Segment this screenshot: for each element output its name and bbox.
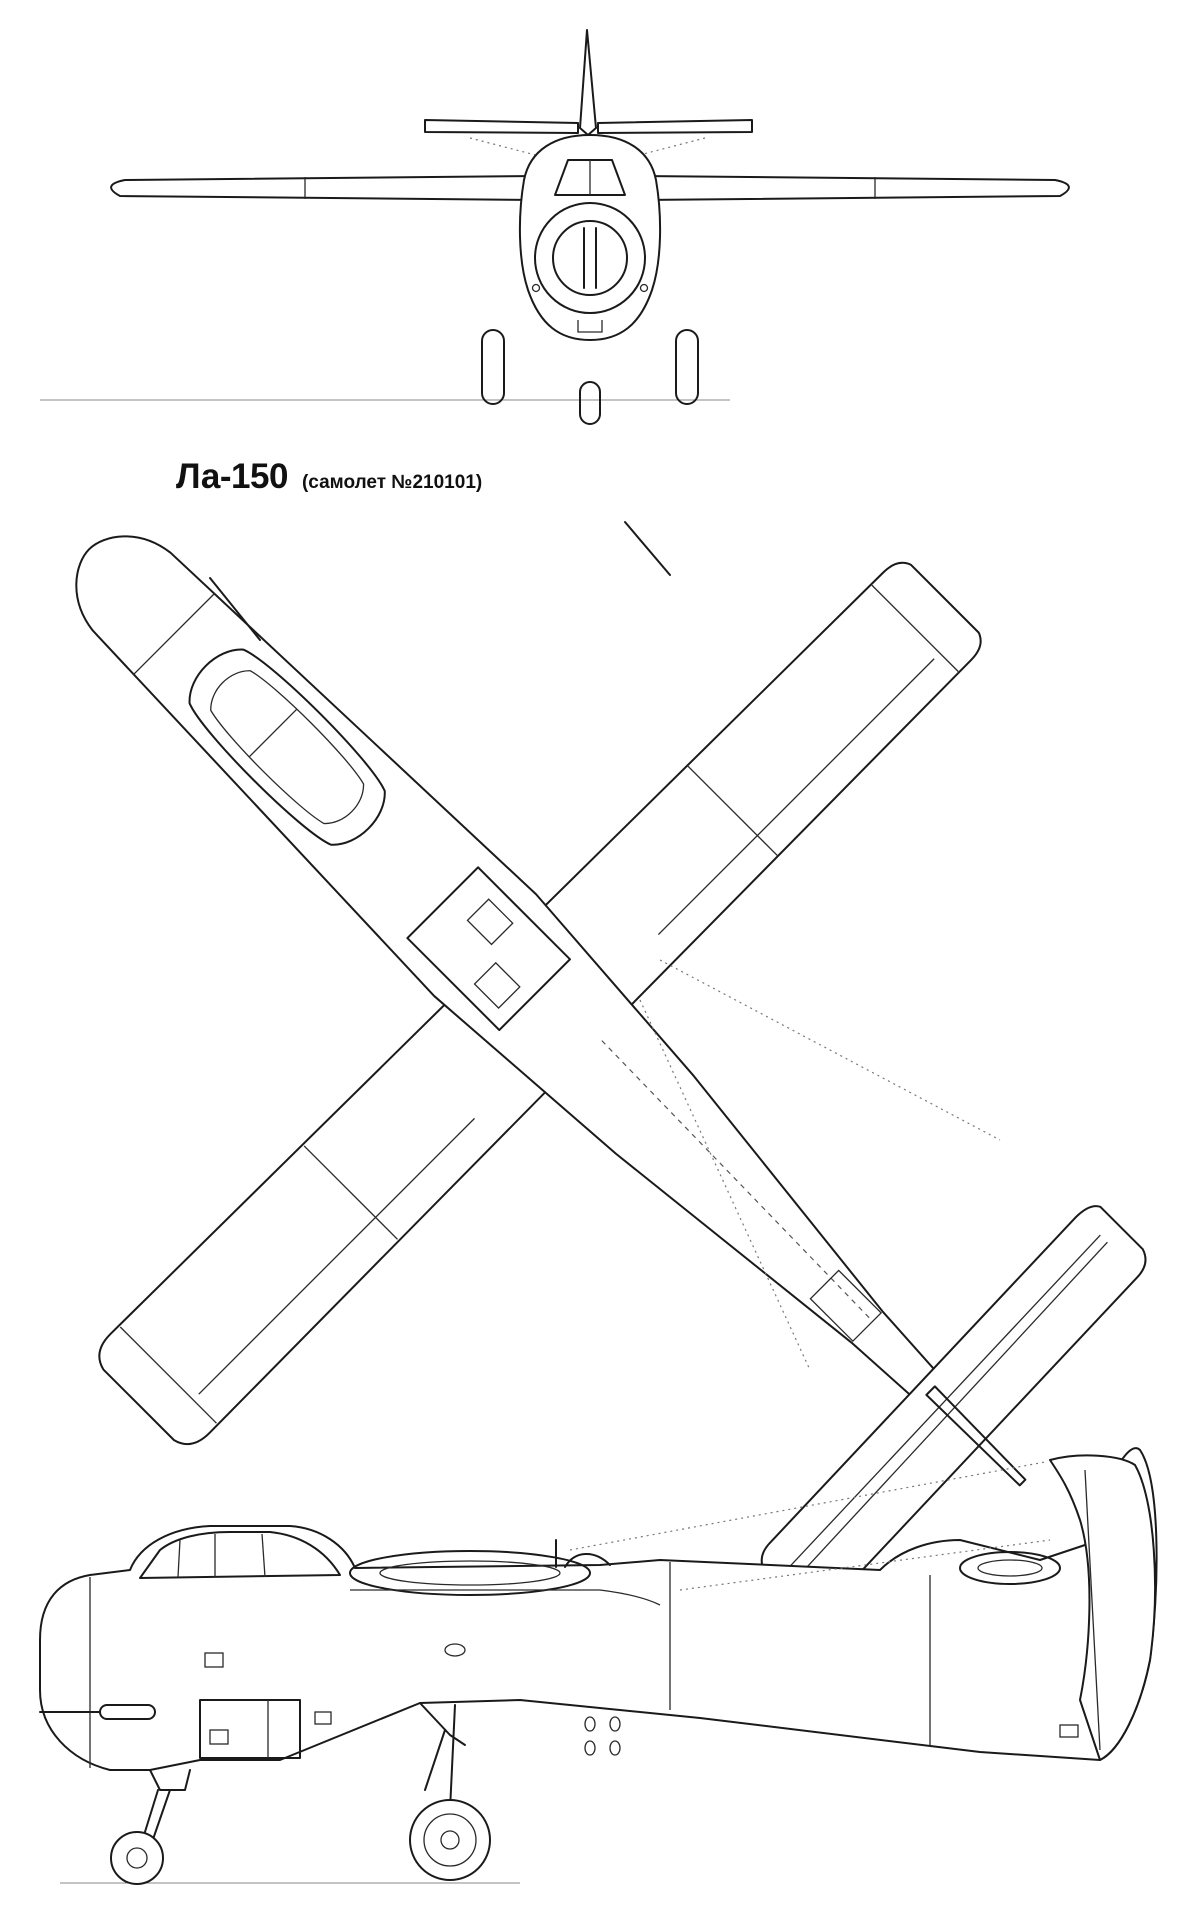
top-boom-panel [809,1269,883,1343]
top-hatch-b [473,961,521,1009]
side-wing-root-inner [379,1560,561,1586]
side-canopy-frame-c [261,1533,266,1578]
side-tail-fin [1049,1454,1156,1761]
top-projection-line-b [639,999,811,1371]
top-view [75,535,1147,1613]
side-fuselage [39,1447,1158,1771]
aircraft-serial: (самолет №210101) [301,472,483,493]
side-wing-trailing [350,1589,661,1606]
top-elevator-line-b [785,1234,1101,1572]
front-main-wheel-right [675,329,699,405]
side-main-gear-brace [424,1729,446,1791]
side-port-a [584,1716,596,1732]
side-tail-bumper [1059,1724,1079,1738]
front-wing-right [639,175,1070,201]
side-antenna-fairing [564,1553,611,1568]
top-hatch-a [466,898,514,946]
side-port-c [584,1740,596,1756]
side-main-gear-strut [449,1704,456,1811]
front-intake-outer [534,202,646,314]
top-elevator-line [794,1241,1108,1581]
side-bay-panel [199,1699,301,1759]
side-projection-line-b [679,1539,1051,1591]
top-flap-left [657,658,935,936]
side-rudder-line [1084,1469,1101,1751]
side-main-gear-door [419,1702,466,1746]
side-hatch-b [209,1729,229,1745]
side-nose-wheel [110,1831,164,1885]
top-projection-line-a [659,959,1001,1141]
front-nose-gear-bay [577,320,603,333]
top-antenna [624,521,671,576]
front-view [40,29,1070,425]
side-view [39,1447,1158,1885]
top-wing-joint-right [303,1145,398,1240]
front-fuselage [518,134,662,341]
top-canopy [188,648,386,846]
side-tailplane [959,1551,1061,1585]
front-nose-wheel [579,381,601,425]
front-wing-left [110,175,541,201]
side-vent [444,1643,466,1657]
front-canopy [554,159,626,196]
front-gun-port-left [531,283,541,293]
top-wing-tip-left [871,584,959,672]
side-projection-line-a [569,1461,1046,1551]
side-canopy [139,1531,341,1579]
front-fin [579,29,597,136]
side-nose-gear-bay [149,1769,191,1791]
top-wing-tip-right [119,1326,217,1424]
top-wing-joint-left [686,765,779,857]
side-nose-wheel-hub [126,1847,148,1869]
front-intake-inner [552,220,628,296]
top-pitot [209,577,261,641]
top-fuselage [75,535,977,1437]
side-main-wheel-hub [440,1830,460,1850]
front-tailplane-right [597,119,753,134]
top-flap-right [198,1117,476,1395]
front-main-wheel-left [481,329,505,405]
top-canopy-frame [248,708,298,758]
side-main-wheel-rim [423,1813,477,1867]
side-main-wheel [409,1799,491,1881]
side-canopy-frame-a [177,1539,181,1578]
side-wing-root [349,1550,591,1596]
drawing-title: Ла-150 (самолет №210101) [176,457,482,497]
top-nose-joint [132,592,216,676]
side-hatch-c [314,1711,332,1725]
front-gun-port-right [639,283,649,293]
top-canopy-glass [210,670,365,825]
top-equipment-hatch [406,866,571,1031]
top-fin-tip [925,1385,1027,1487]
aircraft-name: Ла-150 [176,457,288,496]
side-tailplane-inner [977,1559,1043,1577]
front-tailplane-left [424,119,579,134]
side-port-b [609,1716,621,1732]
side-port-d [609,1740,621,1756]
side-hatch-a [204,1652,224,1668]
